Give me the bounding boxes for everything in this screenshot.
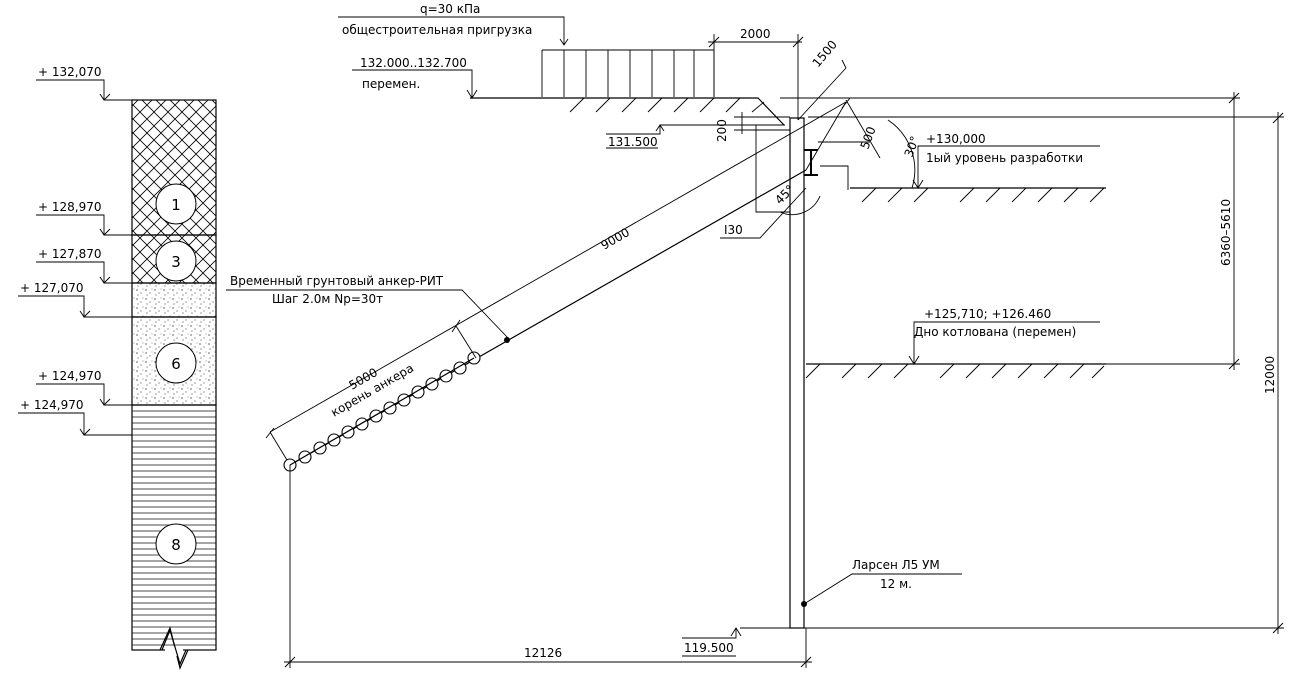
elevation-130000: +130,000 [926, 132, 986, 146]
sheet-pile-title: Ларсен Л5 УМ [852, 558, 940, 572]
anchor-root [283, 351, 481, 472]
dim-2000-label: 2000 [740, 27, 771, 41]
reference-lines-right [780, 97, 1284, 118]
borehole-level-marks: + 132,070 + 128,970 + 127,870 + 127,070 … [18, 65, 132, 436]
borehole-level-3: + 127,870 [38, 247, 102, 261]
angle-30-label: 30° [902, 134, 922, 159]
dimension-200: 200 [715, 112, 790, 142]
dim-1500-label: 1500 [810, 38, 840, 70]
pile-tip-level: 119.500 [682, 627, 1284, 657]
anchor-title: Временный грунтовый анкер-РИТ [230, 274, 444, 288]
dim-12126-label: 12126 [524, 646, 562, 660]
waler-label: I30 [724, 223, 743, 237]
ground-level-note: перемен. [362, 77, 420, 91]
load-value: q=30 кПа [420, 2, 480, 16]
layer-1-label: 1 [171, 196, 181, 214]
bottom-note: Дно котлована (перемен) [914, 325, 1076, 339]
dimension-12126: 12126 [284, 465, 812, 668]
dimension-500: 500 [818, 99, 881, 190]
ground-level-range: 132.000..132.700 [360, 56, 467, 70]
dimension-12000: 12000 [1263, 112, 1284, 634]
excavation-bottom: +125,710; +126.460 Дно котлована (переме… [805, 307, 1240, 379]
layer-3-label: 3 [171, 253, 181, 271]
dim-12000-label: 12000 [1263, 356, 1277, 394]
dimension-2000: 2000 [708, 27, 804, 120]
anchor-spec: Шаг 2.0м Np=30т [272, 292, 383, 306]
angle-30: 30° [887, 119, 922, 189]
dim-6360-label: 6360–5610 [1219, 199, 1233, 266]
dim-500-label: 500 [858, 125, 879, 151]
dim-200-label: 200 [715, 119, 729, 142]
borehole-level-1: + 132,070 [38, 65, 102, 79]
borehole-level-2: + 128,970 [38, 200, 102, 214]
surcharge-load: q=30 кПа общестроительная пригрузка [338, 2, 715, 97]
dimension-1500: 1500 [797, 38, 847, 121]
borehole-layer-circles: 1 3 6 8 [155, 183, 197, 565]
level-1-label: 1ый уровень разработки [926, 151, 1083, 165]
dim-9000-label: 9000 [599, 225, 632, 252]
angle-45-label: 45° [772, 182, 797, 207]
sheet-pile: Ларсен Л5 УМ 12 м. [789, 117, 962, 629]
dimension-6360-5610: 6360–5610 [1219, 92, 1240, 370]
ground-surface: 132.000..132.700 перемен. 131.500 [352, 56, 785, 149]
load-description: общестроительная пригрузка [342, 23, 532, 37]
layer-6-label: 6 [171, 355, 181, 373]
elevation-119500: 119.500 [684, 641, 734, 655]
excavation-level-1: +130,000 1ый уровень разработки [850, 132, 1106, 203]
borehole-level-6: + 124,970 [20, 398, 84, 412]
borehole-level-5: + 124,970 [38, 369, 102, 383]
elevation-131500: 131.500 [608, 135, 658, 149]
layer-8-label: 8 [171, 536, 181, 554]
borehole-level-4: + 127,070 [20, 281, 84, 295]
elevation-bottom: +125,710; +126.460 [924, 307, 1051, 321]
borehole-column [131, 99, 217, 670]
waler-beam: I30 45° [720, 125, 821, 239]
sheet-pile-length: 12 м. [880, 577, 912, 591]
